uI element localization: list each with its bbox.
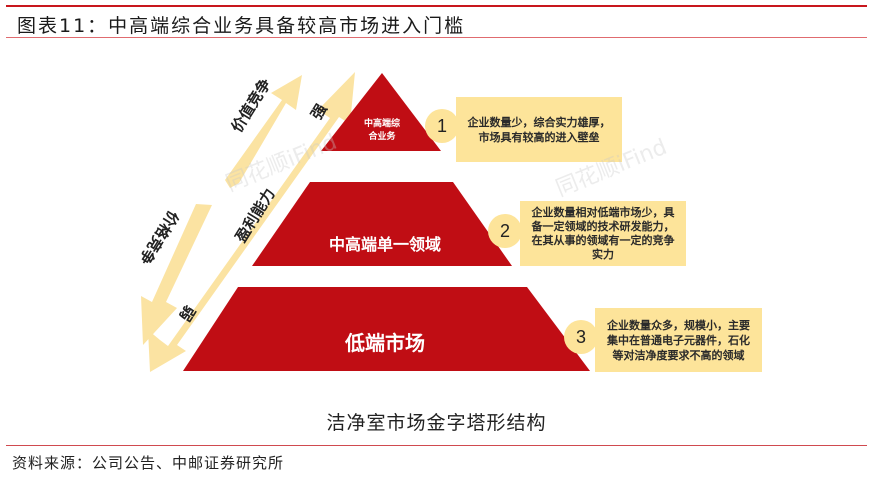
source-note: 资料来源：公司公告、中邮证券研究所 bbox=[12, 454, 285, 472]
top-rule bbox=[6, 5, 867, 7]
price-competition-arrow bbox=[141, 204, 212, 345]
level-3-label: 低端市场 bbox=[345, 331, 425, 355]
level-2-number-badge: 2 bbox=[488, 214, 522, 248]
level-1-number-badge: 1 bbox=[425, 109, 459, 143]
value-competition-arrow bbox=[225, 75, 302, 188]
pyramid-level-middle bbox=[252, 182, 512, 266]
pyramid-level-top bbox=[321, 73, 441, 151]
title-rule bbox=[6, 37, 867, 38]
diagram-caption: 洁净室市场金字塔形结构 bbox=[326, 412, 547, 434]
profitability-arrow bbox=[148, 72, 355, 372]
level-3-number-badge: 3 bbox=[564, 320, 598, 354]
bottom-rule bbox=[6, 445, 867, 446]
level-1-description: 企业数量少，综合实力雄厚， 市场具有较高的进入壁垒 bbox=[456, 97, 622, 162]
level-2-description: 企业数量相对低端市场少，具 备一定领域的技术研发能力， 在其从事的领域有一定的竞… bbox=[520, 201, 686, 266]
level-3-description: 企业数量众多，规模小，主要 集中在普通电子元器件，石化 等对洁净度要求不高的领域 bbox=[595, 308, 762, 372]
figure-title: 图表11：中高端综合业务具备较高市场进入门槛 bbox=[17, 15, 466, 37]
level-2-label: 中高端单一领域 bbox=[328, 235, 441, 254]
pyramid-level-bottom bbox=[183, 287, 590, 371]
level-1-label: 中高端综 合业务 bbox=[363, 119, 400, 142]
